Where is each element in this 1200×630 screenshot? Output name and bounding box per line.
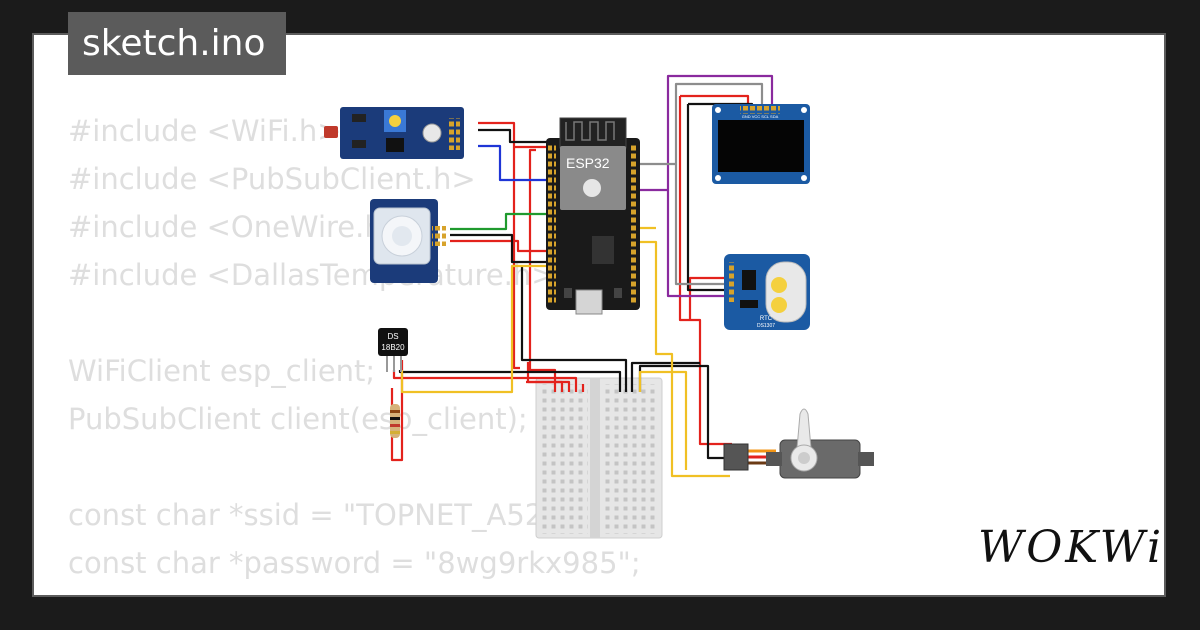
wire-black [630,361,700,392]
code-line: const char *ssid = "TOPNET_A52"; [68,498,567,532]
file-title-badge: sketch.ino [68,12,286,75]
esp32-label: ESP32 [566,155,610,171]
wire-red [512,147,520,370]
servo-motor[interactable] [723,408,874,479]
pir-motion-sensor[interactable] [370,199,446,283]
wire-green [450,212,548,231]
oled-display[interactable]: GND VCC SCL SDA [712,104,810,184]
resistor[interactable] [390,404,400,438]
rtc-label: RTC [760,316,773,322]
wire-red [478,121,548,149]
ds18b20-label: 18B20 [381,343,405,352]
code-line: const char *password = "8wg9rkx985"; [68,546,641,580]
wire-red [678,96,732,446]
wire-gray [634,82,764,166]
wire-black [686,104,728,292]
code-line: const char *mqtt_broker = "broker.emqx.i… [68,587,716,595]
esp32-board[interactable]: ESP32 [546,117,640,315]
wokwi-logo: WOKWi [978,522,1165,573]
ds18b20-label: DS [387,332,398,341]
wire-red [688,276,728,320]
wire-purple [634,74,774,192]
wire-red [392,370,578,392]
ldr-sensor-module[interactable] [324,107,464,159]
rtc-chip-label: DS1307 [757,323,775,329]
wire-blue [478,144,548,182]
wire-gray [674,164,728,286]
code-line: #include <WiFi.h> [68,114,342,148]
wire-purple [666,190,728,298]
wire-red [680,94,750,106]
wires [390,74,776,478]
code-line: WiFiClient esp_client; [68,354,376,388]
wire-red [526,380,571,392]
wire-black [520,266,628,392]
wire-black [450,233,548,264]
wire-yellow [638,370,688,470]
breadboard[interactable] [535,377,663,539]
ds18b20-temperature-sensor[interactable]: DS 18B20 [378,328,408,372]
code-line: #include <PubSubClient.h> [68,162,476,196]
wire-yellow [634,240,730,478]
wire-red [450,239,548,253]
code-line: #include <DallasTemperature.h> [68,258,556,292]
oled-pin-labels: GND VCC SCL SDA [742,114,779,119]
rtc-module[interactable]: RTC DS1307 [724,254,810,330]
wire-black [478,128,548,144]
wire-yellow [400,264,548,394]
